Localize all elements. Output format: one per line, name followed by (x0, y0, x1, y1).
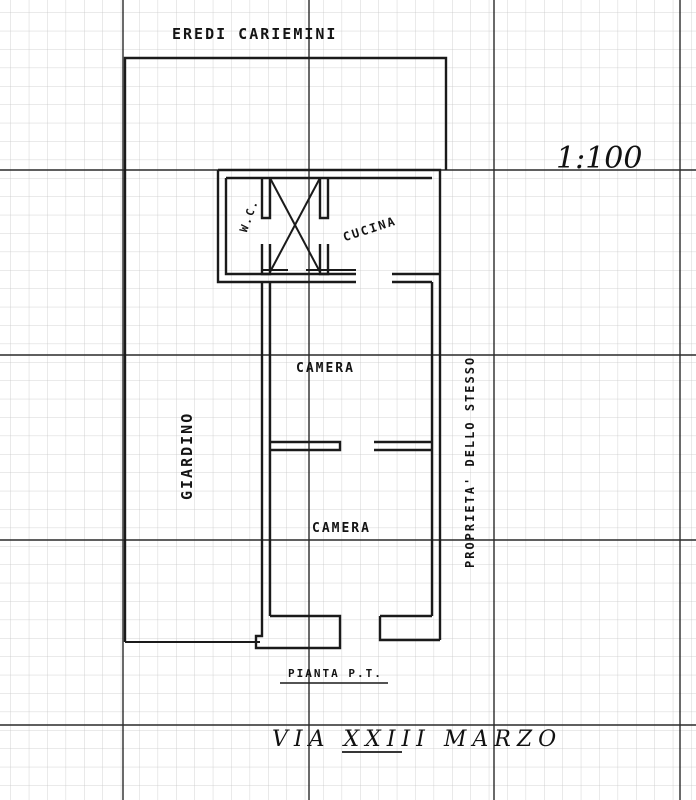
giardino-label: GIARDINO (178, 412, 196, 500)
scale-label: 1:100 (556, 141, 642, 176)
pianta-label: PIANTA P.T. (288, 667, 383, 680)
building-walls (216, 168, 442, 650)
right-neighbor-label: PROPRIETA' DELLO STESSO (463, 356, 477, 568)
lot-boundary (123, 56, 448, 642)
camera-1-label: CAMERA (296, 361, 355, 376)
camera-2-label: CAMERA (312, 521, 371, 536)
top-neighbor-label: EREDI CARIEMINI (172, 25, 337, 43)
street-label: VIA XXIII MARZO (272, 727, 562, 752)
